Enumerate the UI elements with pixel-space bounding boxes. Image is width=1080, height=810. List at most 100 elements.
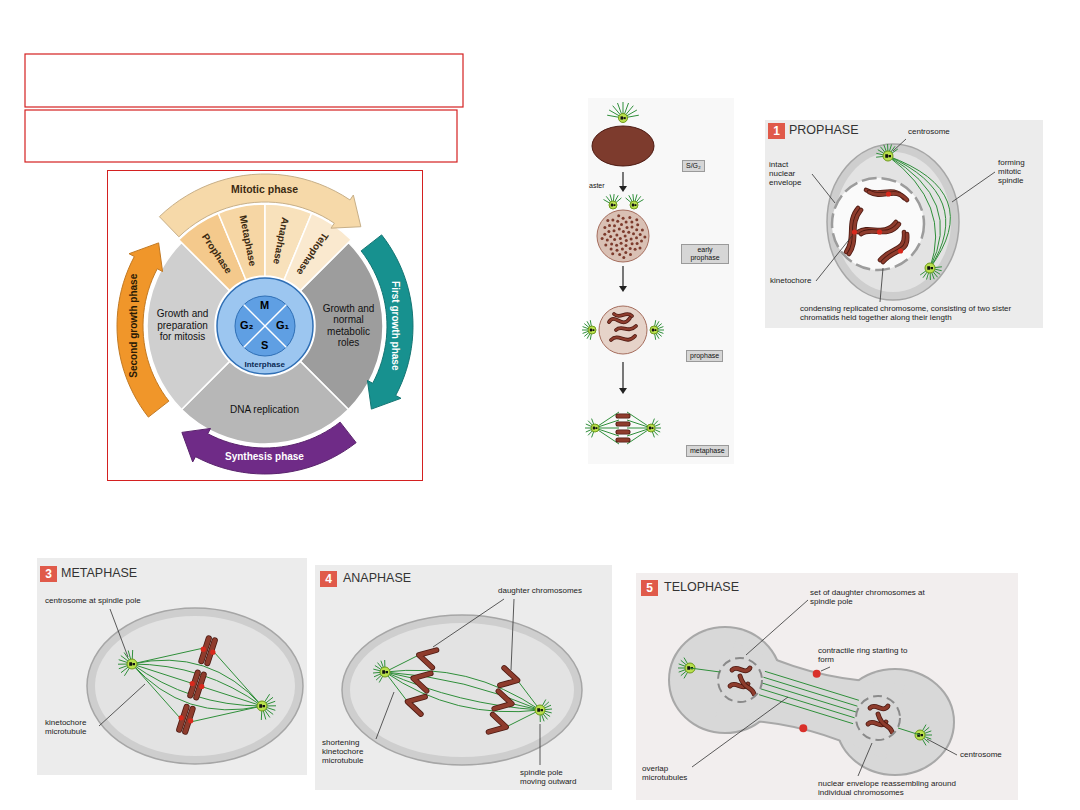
chromosome-shape <box>878 714 892 732</box>
centrosome-symbol <box>535 705 545 715</box>
chromosome-outline <box>618 413 628 418</box>
centriole-symbol <box>927 266 930 270</box>
chromosome-shape <box>618 430 628 434</box>
reforming-envelope <box>856 696 900 740</box>
microtubule <box>506 710 540 727</box>
sister-chromatid <box>861 224 899 234</box>
panel-text: overlap microtubules <box>642 764 700 782</box>
chromatin-dot <box>631 242 634 245</box>
centriole-symbol <box>654 329 656 331</box>
centriole-symbol <box>386 671 389 673</box>
phase-letter: G₁ <box>276 319 289 332</box>
chromatin-dot <box>630 221 633 224</box>
centrosome-symbol <box>380 667 390 677</box>
chromatin-dot <box>622 230 625 233</box>
arrow-head <box>619 286 627 292</box>
cycle-label: Telophase <box>294 230 331 277</box>
centriole-symbol <box>921 734 924 736</box>
stage-panel: ANAPHASEdaughter chromosomesshortening k… <box>315 565 612 790</box>
chromatin-dot <box>621 248 624 251</box>
chromosome-outline <box>614 314 632 316</box>
centriole-symbol <box>263 705 266 707</box>
leader-line <box>433 599 504 647</box>
chromosome-outline <box>489 715 507 732</box>
centriole-symbol <box>621 116 623 119</box>
centrosome-symbol <box>619 114 628 123</box>
cycle-label: First growth phase <box>390 281 402 370</box>
interphase-ring <box>217 278 313 374</box>
chromatin-dot <box>613 238 616 241</box>
chromatin-dot <box>603 226 606 229</box>
panel-text: centrosome <box>908 127 950 136</box>
kinetochore-dot <box>852 229 857 234</box>
prophase-illustration <box>765 120 1043 328</box>
chromosome-shape <box>869 192 907 200</box>
interphase-disk <box>235 296 295 356</box>
chromosome-shape <box>207 640 214 663</box>
chromatin-dot <box>622 217 625 220</box>
panel-text: centrosome <box>960 750 1002 759</box>
centrosome-symbol <box>257 701 267 711</box>
chromatin-dot <box>607 230 610 233</box>
chromosome-outline <box>618 437 628 442</box>
centriole-symbol <box>595 427 597 429</box>
panel-number-text: 3 <box>40 566 57 582</box>
cell-outline <box>342 615 582 765</box>
cell-outline <box>87 608 303 764</box>
contractile-ring <box>813 670 821 678</box>
mitosis-sequence <box>582 98 734 464</box>
chromatin-dot <box>634 248 637 251</box>
centriole-symbol <box>129 662 132 666</box>
chromosome-shape <box>489 715 507 732</box>
leader-line <box>812 174 835 203</box>
sequence-ground <box>588 98 734 464</box>
chromatin-dot <box>619 237 622 240</box>
chromosome-outline <box>618 421 628 426</box>
phase-letter: Interphase <box>245 360 285 369</box>
chromatin-dot <box>643 236 646 239</box>
stage-tag: prophase <box>686 350 723 362</box>
chromatin-dot <box>639 247 642 250</box>
chromosome-outline <box>869 192 907 200</box>
kinetochore-dot <box>179 715 184 720</box>
chromatin-dot <box>629 253 632 256</box>
first-growth-arrow <box>361 235 413 409</box>
chromosome-shape <box>861 224 899 234</box>
chromatin-dot <box>624 235 627 238</box>
chromosome-outline <box>616 326 636 330</box>
leader-line <box>540 724 541 765</box>
stage-tag: S/G₂ <box>682 160 705 172</box>
panel-text: METAPHASE <box>61 566 137 580</box>
chromosome-shape <box>618 414 628 418</box>
cycle-label: Synthesis phase <box>225 451 304 463</box>
leader-line <box>746 600 808 655</box>
sister-chromatid <box>869 192 907 200</box>
chromatin-dot <box>601 237 604 240</box>
chromatin-dot <box>606 219 609 222</box>
kinetochore-dot <box>886 191 891 196</box>
chromosome-outline <box>408 697 426 714</box>
panel-text: daughter chromosomes <box>498 586 582 595</box>
stage-tag-text: metaphase <box>690 447 725 455</box>
panel-text: condensing replicated chromosome, consis… <box>800 304 1038 322</box>
chromosome-shape <box>618 438 628 442</box>
chromatin-dot <box>610 243 613 246</box>
chromosome-shape <box>408 697 426 714</box>
cycle-label: Prophase <box>199 232 234 276</box>
aster-label: aster <box>589 182 605 190</box>
microtubule <box>132 649 201 665</box>
chromosome-outline <box>494 691 512 708</box>
cycle-label: Metaphase <box>237 214 258 267</box>
centrosome-symbol <box>925 263 935 273</box>
chromosome-shape <box>614 314 632 316</box>
panel-text: forming mitotic spindle <box>998 158 1040 186</box>
chromatin-dot <box>627 231 630 234</box>
chromatin-dot <box>618 253 621 256</box>
centriole-symbol <box>382 670 385 674</box>
leader-line <box>858 743 872 776</box>
stage-tag: metaphase <box>686 445 729 457</box>
chromosome-outline <box>870 706 888 709</box>
microtubule <box>763 677 857 706</box>
chromatin-dot <box>617 214 620 217</box>
chromosome-shape <box>611 336 635 340</box>
